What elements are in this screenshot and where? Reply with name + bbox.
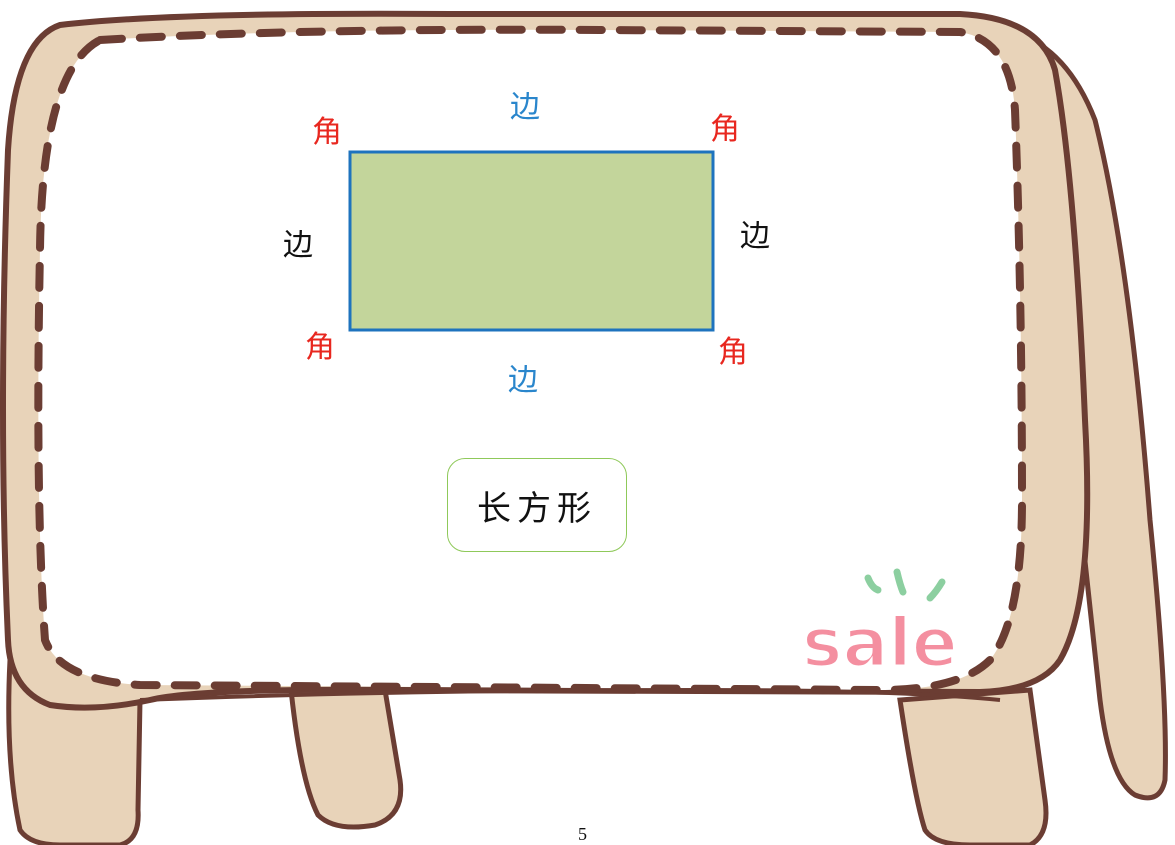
board-leg-middle bbox=[287, 677, 404, 830]
board-stitch bbox=[34, 25, 1027, 695]
corner-label-top-right: 角 bbox=[710, 112, 740, 147]
shape-name-label: 长方形 bbox=[477, 488, 597, 529]
sticker-text: sale bbox=[802, 604, 958, 683]
sale-sticker-icon: sale bbox=[801, 568, 959, 685]
board-inner bbox=[38, 29, 1023, 690]
edge-label-top: 边 bbox=[510, 90, 540, 125]
rectangle-shape bbox=[348, 150, 715, 332]
corner-label-bottom-right: 角 bbox=[718, 335, 748, 370]
edge-label-bottom: 边 bbox=[508, 363, 538, 398]
board-leg-right bbox=[897, 687, 1049, 845]
corner-label-top-left: 角 bbox=[312, 115, 342, 150]
shape-name-box: 长方形 bbox=[447, 458, 627, 552]
page-number: 5 bbox=[578, 824, 587, 844]
edge-label-right: 边 bbox=[740, 219, 770, 254]
edge-label-left: 边 bbox=[283, 228, 313, 263]
corner-label-bottom-left: 角 bbox=[305, 330, 335, 365]
